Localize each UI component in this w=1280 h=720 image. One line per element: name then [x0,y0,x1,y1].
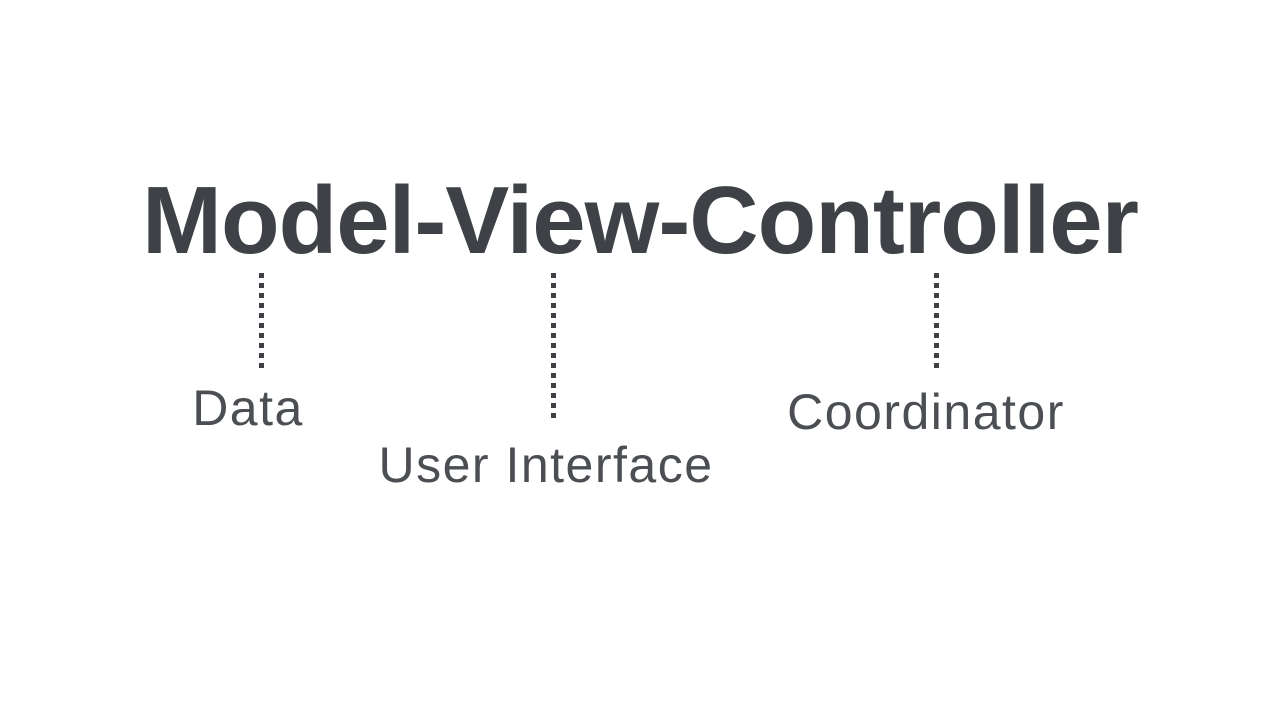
page-title: Model-View-Controller [142,167,1139,274]
label-controller-meaning: Coordinator [787,384,1065,440]
connector-model-to-data [259,273,264,368]
label-view-meaning: User Interface [378,437,714,493]
label-model-meaning: Data [192,380,304,436]
connector-view-to-user-interface [551,273,556,420]
connector-controller-to-coordinator [934,273,939,368]
